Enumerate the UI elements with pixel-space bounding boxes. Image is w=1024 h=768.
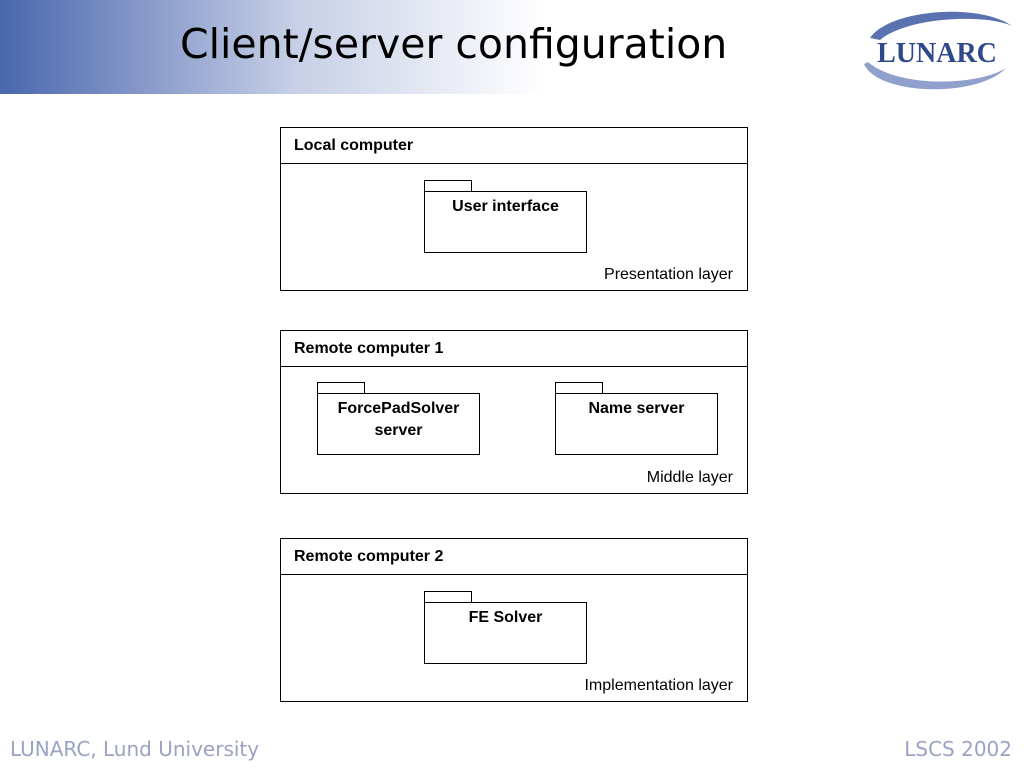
node-header: Remote computer 2 bbox=[281, 539, 747, 575]
layer-label: Implementation layer bbox=[584, 677, 733, 694]
package-forcepadsolver-server: ForcePadSolver server bbox=[317, 382, 480, 456]
node-local-computer: Local computer User interface Presentati… bbox=[280, 127, 748, 291]
node-name: Local computer bbox=[294, 137, 414, 154]
package-body: User interface bbox=[424, 191, 587, 253]
node-remote-computer-1: Remote computer 1 ForcePadSolver server … bbox=[280, 330, 748, 494]
title-band bbox=[0, 0, 700, 94]
package-label: ForcePadSolver server bbox=[337, 400, 460, 439]
package-label: Name server bbox=[588, 400, 685, 417]
package-body: FE Solver bbox=[424, 602, 587, 664]
package-tab bbox=[424, 180, 472, 192]
lunarc-logo: LUNARC bbox=[864, 11, 1012, 90]
slide-title: Client/server configuration bbox=[180, 20, 728, 68]
layer-label: Presentation layer bbox=[604, 266, 733, 283]
package-label: User interface bbox=[452, 198, 559, 215]
package-tab bbox=[317, 382, 365, 394]
logo-swoosh-top bbox=[870, 11, 1012, 40]
node-name: Remote computer 2 bbox=[294, 548, 444, 565]
package-body: Name server bbox=[555, 393, 718, 455]
package-user-interface: User interface bbox=[424, 180, 587, 254]
node-header: Remote computer 1 bbox=[281, 331, 747, 367]
node-header: Local computer bbox=[281, 128, 747, 164]
node-remote-computer-2: Remote computer 2 FE Solver Implementati… bbox=[280, 538, 748, 702]
logo-swoosh-bottom bbox=[864, 62, 1006, 90]
node-name: Remote computer 1 bbox=[294, 340, 444, 357]
logo-text: LUNARC bbox=[877, 38, 997, 69]
layer-label: Middle layer bbox=[646, 469, 733, 486]
package-tab bbox=[555, 382, 603, 394]
package-label: FE Solver bbox=[468, 609, 543, 626]
package-tab bbox=[424, 591, 472, 603]
footer-event: LSCS 2002 bbox=[904, 737, 1012, 761]
package-fe-solver: FE Solver bbox=[424, 591, 587, 665]
package-body: ForcePadSolver server bbox=[317, 393, 480, 455]
package-name-server: Name server bbox=[555, 382, 718, 456]
footer-organization: LUNARC, Lund University bbox=[10, 737, 260, 761]
